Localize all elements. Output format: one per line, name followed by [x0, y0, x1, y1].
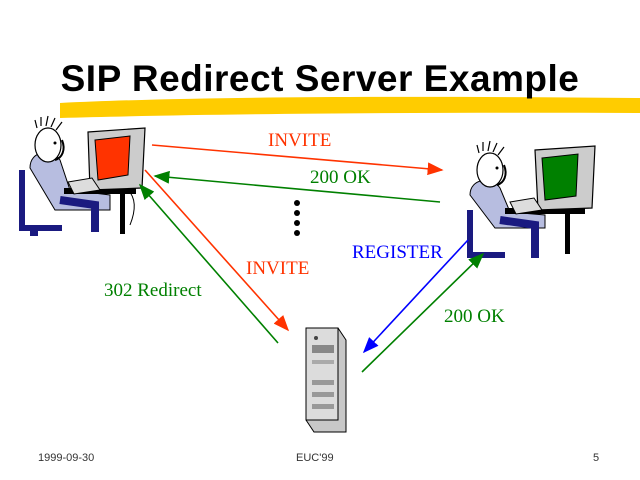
ok-from-callee-arrow	[153, 170, 441, 203]
register-to-server-arrow	[362, 239, 469, 354]
ok-to-callee-arrow	[361, 252, 485, 373]
footer-event: EUC'99	[296, 452, 334, 464]
caller-user-icon	[19, 115, 146, 236]
ok-top-label: 200 OK	[310, 167, 371, 188]
register-label: REGISTER	[352, 242, 443, 263]
callee-user-icon	[467, 140, 596, 258]
redirect-server-icon	[305, 327, 347, 433]
invite-to-server-arrow	[144, 169, 290, 332]
ok-bottom-label: 200 OK	[444, 306, 505, 327]
footer-page-number: 5	[593, 452, 600, 464]
redirect-label: 302 Redirect	[104, 280, 202, 301]
redirect-to-caller-arrow	[138, 183, 279, 344]
slide-title: SIP Redirect Server Example	[60, 58, 580, 99]
footer-date: 1999-09-30	[38, 452, 95, 464]
title-highlight	[60, 96, 640, 118]
invite-to-callee-arrow	[151, 144, 444, 176]
invite-mid-label: INVITE	[246, 258, 310, 279]
invite-top-label: INVITE	[268, 130, 332, 151]
ellipsis-dots	[294, 200, 300, 236]
